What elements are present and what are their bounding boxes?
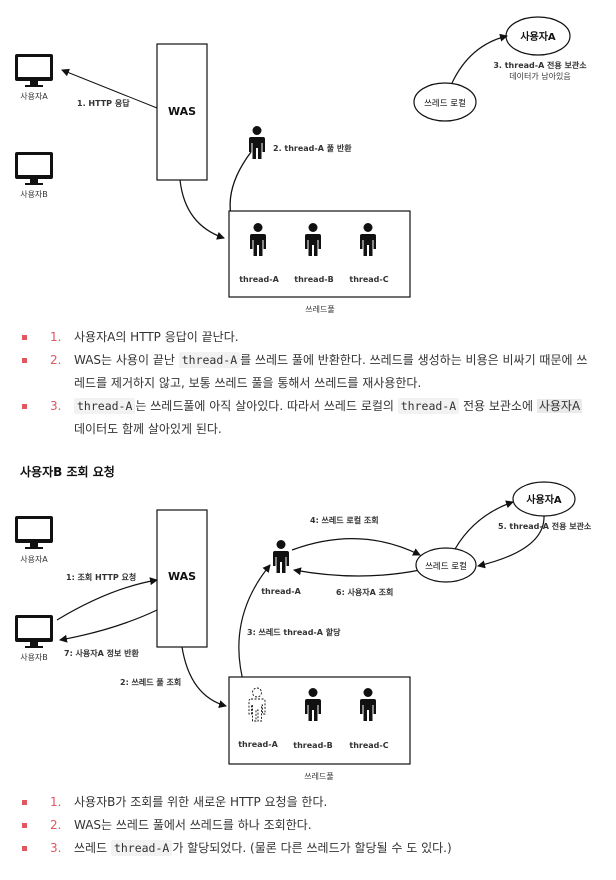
diagram-thread-return: 사용자A 사용자B WAS 1. HTTP 응답 2. thread-A 풀 반… xyxy=(0,0,616,322)
list-item: 2. WAS는 쓰레드 풀에서 쓰레드를 하나 조회한다. xyxy=(0,814,616,837)
thread-local-ellipse xyxy=(413,82,477,122)
remain-note-line2: 데이터가 남아있음 xyxy=(509,71,570,81)
list-text: WAS는 쓰레드 풀에서 쓰레드를 하나 조회한다. xyxy=(74,818,312,832)
thread-c-label: thread-C xyxy=(349,275,388,284)
list-text: 가 할당되었다. (물론 다른 쓰레드가 할당될 수 도 있다.) xyxy=(172,841,452,855)
code-thread-a: thread-A xyxy=(397,398,460,414)
thread-b-label: thread-B xyxy=(294,275,333,284)
list-item: 1. 사용자A의 HTTP 응답이 끝난다. xyxy=(0,326,616,349)
bullet-icon xyxy=(22,358,27,363)
local-lookup-label: 4: 쓰레드 로컬 조회 xyxy=(310,515,379,525)
person-icon xyxy=(273,540,289,573)
was-label: WAS xyxy=(168,105,196,118)
list-text: 사용자B가 조회를 위한 새로운 HTTP 요청을 한다. xyxy=(74,795,328,809)
thread-c-label: thread-C xyxy=(349,741,388,750)
list-text: WAS는 사용이 끝난 xyxy=(74,353,179,367)
was-label: WAS xyxy=(168,570,196,583)
thread-local-to-user-arrow xyxy=(451,33,508,84)
thread-b-label: thread-B xyxy=(293,741,332,750)
list-text: 데이터도 함께 살아있게 된다. xyxy=(74,422,222,436)
store-arrow-down xyxy=(477,515,545,569)
pool-lookup-arrow xyxy=(181,646,227,708)
highlight-user-a: 사용자A xyxy=(536,399,583,413)
thread-local-ellipse xyxy=(415,547,477,583)
person-icon xyxy=(249,126,265,159)
list-number: 3. xyxy=(50,399,62,413)
assign-arrow xyxy=(238,564,271,689)
response-arrow xyxy=(59,609,158,643)
was-to-pool-arrow xyxy=(179,179,225,240)
store-label: 5. thread-A 전용 보관소 xyxy=(498,521,592,531)
explanation-list-2: 1. 사용자B가 조회를 위한 새로운 HTTP 요청을 한다. 2. WAS는… xyxy=(0,791,616,860)
user-b-label: 사용자B xyxy=(20,190,48,199)
pool-return-label: 2. thread-A 풀 반환 xyxy=(273,143,352,153)
remain-note-line1: 3. thread-A 전용 보관소 xyxy=(493,60,587,70)
list-text: 쓰레드 xyxy=(74,841,111,855)
list-number: 2. xyxy=(50,818,62,832)
user-a-lookup-label: 6: 사용자A 조회 xyxy=(336,587,393,597)
monitor-icon xyxy=(15,516,53,549)
thread-local-label: 쓰레드 로컬 xyxy=(425,562,467,572)
thread-a-top-label: thread-A xyxy=(261,587,301,596)
http-response-label: 1. HTTP 응답 xyxy=(77,98,130,108)
http-response-arrow xyxy=(61,68,158,109)
diagram-user-b-request: 사용자A 사용자B WAS 1: 조회 HTTP 요청 7: 사용자A 정보 반… xyxy=(0,470,616,790)
list-number: 3. xyxy=(50,841,62,855)
local-lookup-arrow xyxy=(291,538,421,556)
user-a-label: 사용자A xyxy=(20,92,48,101)
list-item: 1. 사용자B가 조회를 위한 새로운 HTTP 요청을 한다. xyxy=(0,791,616,814)
user-a-lookup-arrow xyxy=(293,567,421,577)
was-box xyxy=(156,43,208,181)
bullet-icon xyxy=(22,846,27,851)
list-text: 를 쓰레드 풀에 반환한다. 쓰레드를 생성하는 비용은 비싸기 때문에 쓰레드… xyxy=(74,353,588,390)
code-thread-a: thread-A xyxy=(74,398,136,414)
bullet-icon xyxy=(22,823,27,828)
user-b-label: 사용자B xyxy=(20,653,48,662)
assign-label: 3: 쓰레드 thread-A 할당 xyxy=(247,627,341,637)
return-label: 7: 사용자A 정보 반환 xyxy=(64,648,139,658)
request-label: 1: 조회 HTTP 요청 xyxy=(66,572,136,582)
user-a-ellipse-label: 사용자A xyxy=(520,30,556,43)
monitor-icon xyxy=(15,54,53,87)
section-title: 사용자B 조회 요청 xyxy=(20,465,115,479)
list-number: 1. xyxy=(50,330,62,344)
user-a-label: 사용자A xyxy=(20,555,48,564)
monitor-icon xyxy=(15,615,53,648)
thread-pool-label: 쓰레드풀 xyxy=(304,772,333,781)
explanation-list-1: 1. 사용자A의 HTTP 응답이 끝난다. 2. WAS는 사용이 끝난 th… xyxy=(0,326,616,441)
store-arrow-up xyxy=(454,500,514,550)
user-a-ellipse-label: 사용자A xyxy=(526,493,562,506)
thread-a-label: thread-A xyxy=(239,275,279,284)
thread-local-label: 쓰레드 로컬 xyxy=(424,99,466,109)
list-number: 1. xyxy=(50,795,62,809)
bullet-icon xyxy=(22,335,27,340)
bullet-icon xyxy=(22,404,27,409)
monitor-icon xyxy=(15,152,53,185)
thread-a-label: thread-A xyxy=(238,740,278,749)
thread-pool-label: 쓰레드풀 xyxy=(305,305,334,314)
list-text: 전용 보관소에 xyxy=(459,399,537,413)
pool-lookup-label: 2: 쓰레드 풀 조회 xyxy=(120,677,181,687)
list-text: 사용자A의 HTTP 응답이 끝난다. xyxy=(74,330,239,344)
list-number: 2. xyxy=(50,353,62,367)
bullet-icon xyxy=(22,800,27,805)
list-text: 는 쓰레드풀에 아직 살아있다. 따라서 쓰레드 로컬의 xyxy=(135,399,398,413)
request-arrow xyxy=(56,577,158,621)
code-thread-a: thread-A xyxy=(178,352,241,368)
code-thread-a: thread-A xyxy=(110,840,173,856)
